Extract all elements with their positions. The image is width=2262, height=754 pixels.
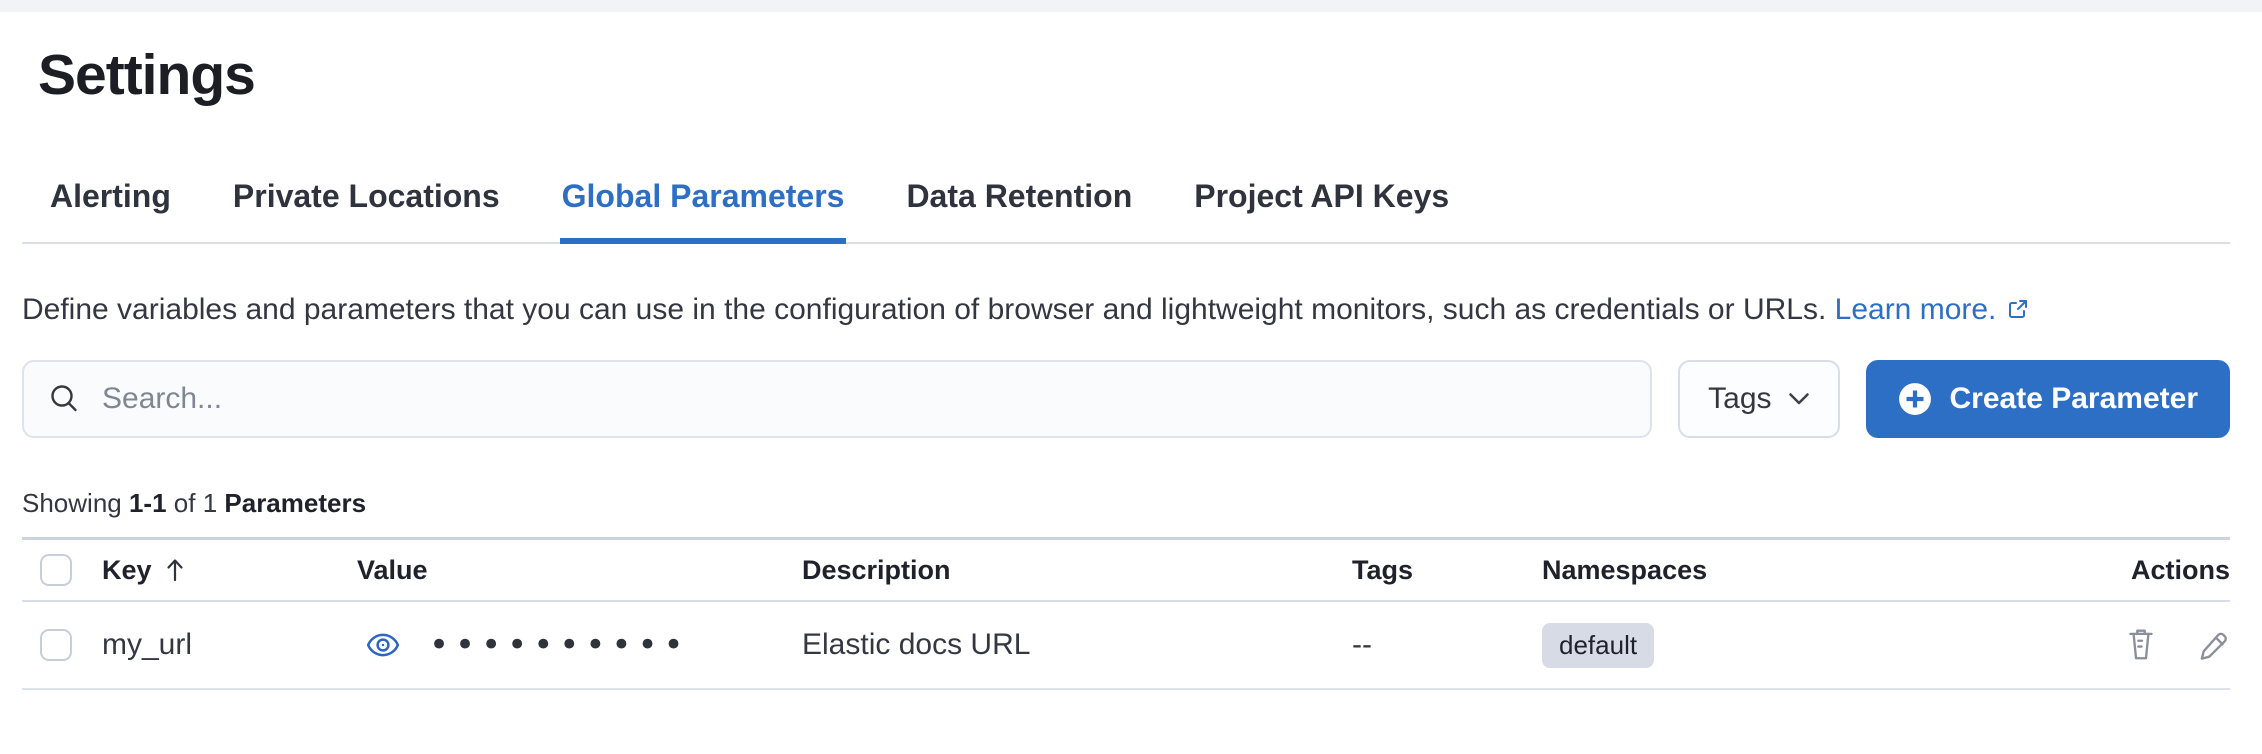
column-key-label: Key	[102, 554, 152, 585]
column-header-value: Value	[357, 554, 428, 585]
table-row: my_url •••••••••• Elastic docs URL -- de…	[22, 602, 2230, 690]
create-parameter-label: Create Parameter	[1949, 382, 2198, 415]
namespace-badge: default	[1542, 622, 1655, 668]
tab-global-parameters[interactable]: Global Parameters	[559, 176, 847, 244]
summary-range: 1-1	[128, 488, 167, 518]
column-header-namespaces: Namespaces	[1542, 554, 1708, 585]
column-header-tags: Tags	[1352, 554, 1414, 585]
cell-key: my_url	[102, 628, 193, 661]
page-title: Settings	[38, 43, 256, 107]
tags-filter-button[interactable]: Tags	[1678, 360, 1840, 438]
delete-parameter-button[interactable]	[2124, 627, 2158, 663]
tab-private-locations[interactable]: Private Locations	[231, 176, 502, 244]
column-header-description: Description	[802, 554, 951, 585]
settings-tabs: Alerting Private Locations Global Parame…	[22, 176, 2230, 244]
window-top-edge	[0, 0, 2262, 12]
summary-showing: Showing	[22, 488, 122, 518]
table-header-row: Key Value Description Tags Namespaces Ac…	[22, 540, 2230, 602]
row-checkbox[interactable]	[40, 629, 72, 661]
table-top-divider	[22, 537, 2230, 540]
learn-more-link[interactable]: Learn more.	[1835, 293, 2031, 326]
column-header-key[interactable]: Key	[102, 555, 357, 586]
page-description: Define variables and parameters that you…	[22, 286, 2207, 336]
summary-entity: Parameters	[224, 488, 367, 518]
cell-tags: --	[1352, 628, 1372, 661]
trash-icon	[2124, 627, 2158, 663]
masked-value: ••••••••••	[429, 625, 690, 665]
cell-namespaces: default	[1542, 622, 2102, 668]
settings-page: Settings Alerting Private Locations Glob…	[0, 42, 2262, 690]
plus-in-circle-icon	[1898, 382, 1932, 416]
tab-project-api-keys[interactable]: Project API Keys	[1192, 176, 1451, 244]
cell-value: ••••••••••	[357, 625, 802, 665]
toolbar: Tags Create Parameter	[22, 360, 2230, 438]
parameters-table: Key Value Description Tags Namespaces Ac…	[22, 540, 2230, 690]
create-parameter-button[interactable]: Create Parameter	[1865, 360, 2230, 438]
summary-of: of 1	[173, 488, 218, 518]
search-box[interactable]	[22, 360, 1653, 438]
column-header-actions: Actions	[2130, 554, 2230, 585]
chevron-down-icon	[1788, 392, 1810, 406]
select-all-checkbox[interactable]	[40, 554, 72, 586]
external-link-icon	[2006, 288, 2030, 336]
pencil-icon	[2196, 628, 2230, 662]
description-text: Define variables and parameters that you…	[22, 293, 1827, 326]
header-checkbox-cell	[22, 554, 102, 586]
sort-ascending-icon	[164, 557, 186, 583]
tags-filter-label: Tags	[1708, 382, 1772, 415]
reveal-value-button[interactable]	[365, 627, 401, 663]
search-input[interactable]	[102, 362, 1651, 436]
results-summary: Showing 1-1 of 1 Parameters	[22, 488, 2230, 519]
row-checkbox-cell	[22, 629, 102, 661]
tab-alerting[interactable]: Alerting	[48, 176, 173, 244]
tab-data-retention[interactable]: Data Retention	[904, 176, 1134, 244]
learn-more-label: Learn more.	[1834, 293, 1997, 326]
eye-icon	[365, 627, 401, 663]
search-icon	[48, 383, 80, 415]
edit-parameter-button[interactable]	[2196, 628, 2230, 662]
cell-description: Elastic docs URL	[802, 628, 1031, 661]
cell-actions	[2102, 627, 2230, 663]
